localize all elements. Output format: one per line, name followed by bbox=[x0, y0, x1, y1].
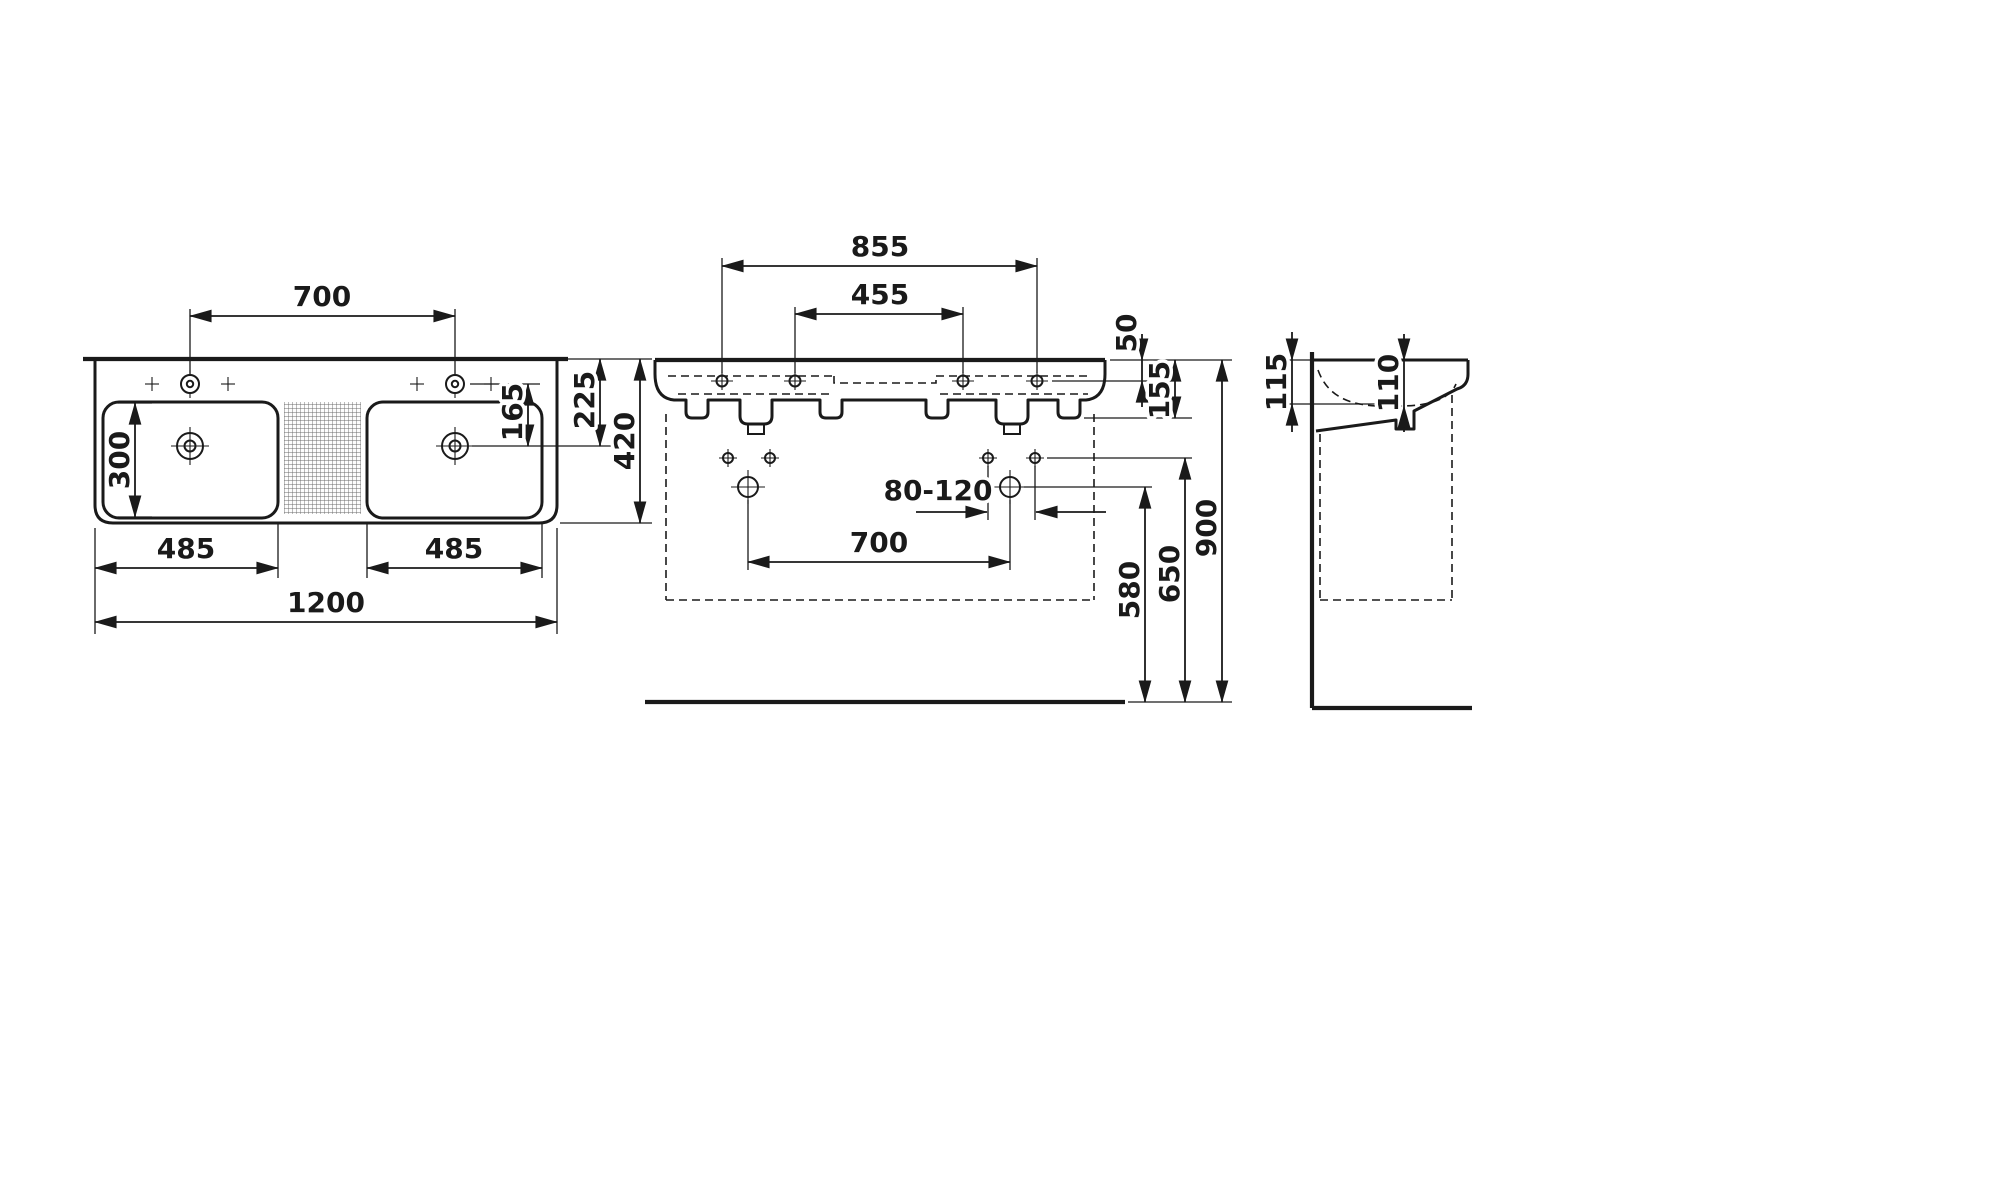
dim-label-plan-485-right: 485 bbox=[425, 532, 483, 565]
dim-plan-overall-depth: 420 bbox=[560, 358, 652, 524]
side-view: 115 110 bbox=[1257, 332, 1472, 711]
dim-front-tap-offset: 50 bbox=[1052, 310, 1232, 407]
plan-left-bowl bbox=[101, 400, 280, 520]
dim-front-rim-height: 900 bbox=[1128, 359, 1232, 703]
front-tap-holes bbox=[711, 372, 1048, 390]
plan-tap-hole-left bbox=[180, 370, 200, 398]
front-right-trap bbox=[1003, 424, 1021, 435]
dim-front-apron-height: 155 bbox=[1084, 357, 1192, 423]
dim-front-outlet-height: 580 bbox=[1024, 486, 1152, 703]
dim-plan-tap-to-drain: 165 bbox=[470, 379, 614, 447]
dim-label-plan-485-left: 485 bbox=[157, 532, 215, 565]
dim-front-fixing-spacing: 700 bbox=[747, 500, 1011, 570]
front-fixing-holes-large bbox=[731, 470, 1027, 504]
dim-label-front-580: 580 bbox=[1113, 561, 1146, 619]
front-tap-hole-4 bbox=[1026, 372, 1048, 390]
side-basin-profile bbox=[1315, 360, 1470, 433]
front-hidden-lines bbox=[665, 375, 1095, 601]
side-bowl-hidden-line bbox=[1317, 369, 1457, 407]
plan-center-shelf-texture bbox=[284, 402, 361, 514]
dim-label-plan-420: 420 bbox=[608, 412, 641, 470]
front-view: 855 455 50 155 80-120 bbox=[645, 227, 1232, 705]
dim-side-bowl-depth: 110 bbox=[1369, 334, 1411, 432]
fixing-hole-large-right bbox=[993, 470, 1027, 504]
dim-plan-overall-width: 1200 bbox=[94, 528, 558, 634]
fixing-hole-small-4 bbox=[1026, 449, 1044, 467]
dim-plan-right-bowl-width: 485 bbox=[366, 522, 543, 578]
dim-label-side-115: 115 bbox=[1260, 353, 1293, 411]
plan-view: 700 300 165 225 420 485 bbox=[83, 277, 652, 634]
dim-side-front-height: 115 bbox=[1257, 332, 1392, 432]
fixing-hole-small-3 bbox=[979, 449, 997, 467]
plan-drain-right bbox=[436, 427, 474, 465]
dim-front-outer-tap-spacing: 855 bbox=[721, 227, 1038, 373]
dim-plan-left-bowl-width: 485 bbox=[94, 522, 279, 634]
plan-alt-tap-marks-left bbox=[145, 377, 235, 391]
dim-label-front-900: 900 bbox=[1190, 499, 1223, 557]
dim-label-plan-700: 700 bbox=[293, 280, 351, 313]
plan-drain-left bbox=[171, 427, 209, 465]
dim-label-front-155: 155 bbox=[1143, 361, 1176, 419]
dim-plan-bowl-depth: 300 bbox=[100, 402, 152, 518]
dim-front-fixing-height: 650 bbox=[1047, 457, 1192, 703]
dim-label-front-80-120: 80-120 bbox=[883, 474, 992, 507]
dim-label-plan-225: 225 bbox=[568, 371, 601, 429]
front-fixing-holes-small bbox=[719, 449, 1044, 467]
plan-right-bowl bbox=[365, 400, 544, 520]
plan-basin-outline bbox=[93, 359, 559, 525]
fixing-hole-small-2 bbox=[761, 449, 779, 467]
dim-plan-tap-spacing: 700 bbox=[189, 277, 456, 374]
dim-label-side-110: 110 bbox=[1372, 354, 1405, 412]
plan-tap-hole-right bbox=[445, 370, 465, 398]
front-left-trap bbox=[747, 424, 765, 435]
front-tap-hole-3 bbox=[952, 372, 974, 390]
dim-label-plan-1200: 1200 bbox=[287, 586, 365, 619]
side-hidden-pedestal bbox=[1319, 395, 1453, 601]
front-basin-outline bbox=[653, 360, 1107, 426]
dim-label-front-855: 855 bbox=[851, 230, 909, 263]
front-tap-hole-1 bbox=[711, 372, 733, 390]
dim-plan-back-to-drain: 225 bbox=[562, 358, 652, 447]
dim-label-front-700: 700 bbox=[850, 526, 908, 559]
dim-label-front-50: 50 bbox=[1110, 314, 1143, 353]
fixing-hole-large-left bbox=[731, 470, 765, 504]
dim-label-plan-165: 165 bbox=[496, 383, 529, 441]
front-tap-hole-2 bbox=[784, 372, 806, 390]
dim-label-front-650: 650 bbox=[1153, 545, 1186, 603]
dim-front-fixing-range: 80-120 bbox=[880, 466, 1106, 520]
dim-label-plan-300: 300 bbox=[103, 431, 136, 489]
dim-label-front-455: 455 bbox=[851, 278, 909, 311]
dim-front-inner-tap-spacing: 455 bbox=[794, 275, 964, 373]
fixing-hole-small-1 bbox=[719, 449, 737, 467]
